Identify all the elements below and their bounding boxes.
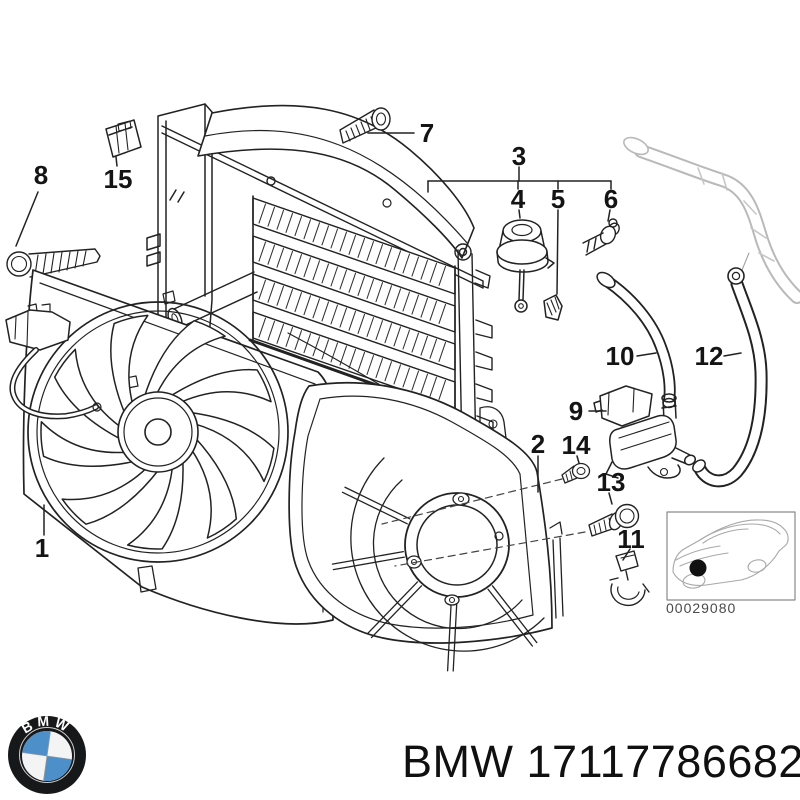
bmw-logo: BMW [8, 713, 86, 794]
callout-11: 11 [617, 524, 645, 554]
callout-14: 14 [561, 430, 591, 460]
callout-15: 15 [103, 164, 133, 194]
bmw-logo-quadrants [21, 730, 73, 782]
callout-10: 10 [605, 341, 635, 371]
clamp-11-drawing [609, 550, 650, 607]
rear-shroud-spokes-drawing [331, 486, 538, 672]
callout-8: 8 [33, 160, 49, 190]
callout-9: 9 [568, 396, 584, 426]
alignment-lines [381, 478, 586, 567]
bumper-15-drawing [105, 119, 142, 158]
part-location-dot [689, 559, 707, 577]
clip-5-drawing [543, 294, 563, 321]
car-sketch [672, 519, 789, 589]
vent-valve-9-drawing [593, 385, 697, 479]
vent-hose-10-drawing [596, 271, 676, 409]
plug-6-drawing [582, 218, 620, 256]
fan-connector-drawing [5, 303, 102, 420]
radiator-core-drawing [252, 197, 456, 409]
callout-13: 13 [596, 467, 626, 497]
fan-hub-drawing [117, 391, 199, 473]
leader-lines [15, 132, 742, 561]
vent-hose-12-drawing [692, 267, 768, 488]
callout-3: 3 [511, 141, 527, 171]
callout-12: 12 [694, 341, 724, 371]
part-number-text: BMW 17117786682 [402, 736, 800, 787]
vent-cap-4-drawing [496, 219, 555, 313]
coolant-hose-reference-drawing [623, 136, 800, 304]
screw-8-drawing [6, 248, 101, 278]
callout-1: 1 [34, 533, 50, 563]
callout-4: 4 [510, 184, 526, 214]
bmw-logo-letters: BMW [19, 713, 75, 737]
radiator-cover-drawing [197, 104, 475, 259]
thumbnail-code: 00029080 [666, 600, 737, 616]
screw-13-drawing [588, 503, 640, 537]
fan-blades-drawing [40, 314, 275, 550]
screw-14-drawing [561, 462, 591, 484]
screw-7-drawing [339, 107, 391, 144]
callout-7: 7 [419, 118, 435, 148]
callout-6: 6 [603, 184, 619, 214]
callout-2: 2 [530, 429, 546, 459]
callout-5: 5 [550, 184, 566, 214]
car-thumbnail [666, 511, 796, 601]
